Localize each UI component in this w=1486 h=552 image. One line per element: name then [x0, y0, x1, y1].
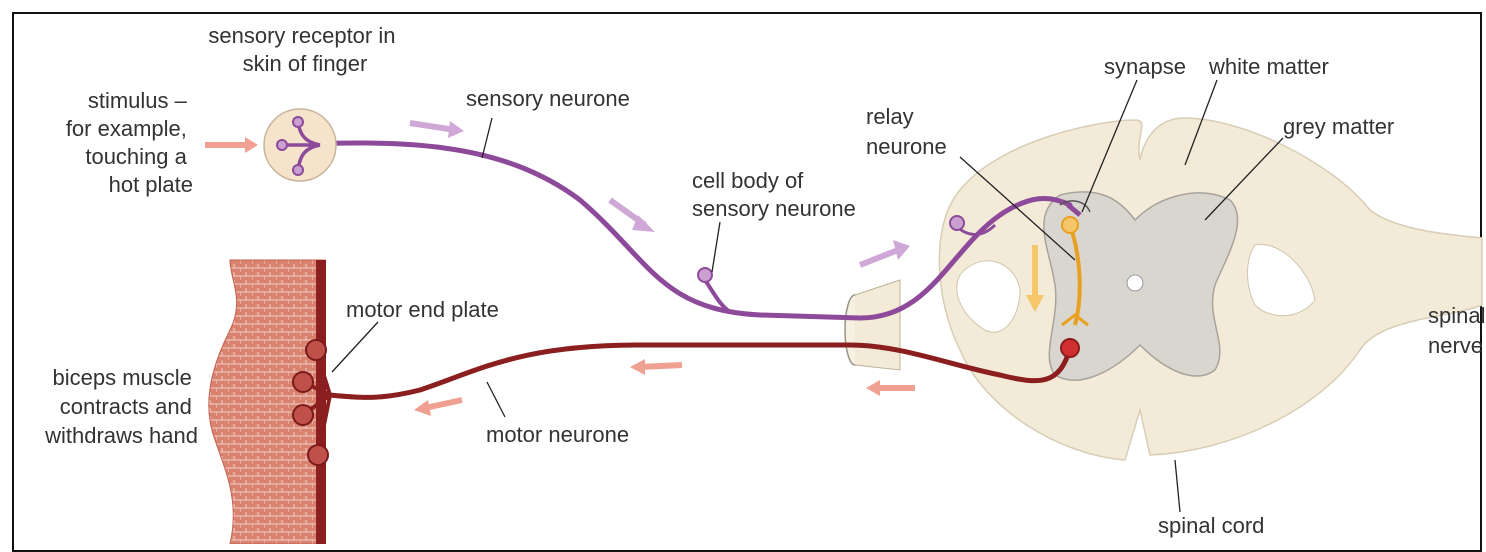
- white-matter-label: white matter: [1208, 54, 1329, 79]
- cell-body-label: cell body of sensory neurone: [692, 168, 856, 221]
- relay-neurone-label: relay neurone: [866, 104, 947, 159]
- arrow-right-icon: [860, 250, 898, 265]
- arrow-left-icon: [640, 365, 682, 367]
- sensory-receptor: [264, 109, 336, 181]
- stimulus-label: stimulus – for example, touching a hot p…: [66, 88, 193, 197]
- motor-end-plate-label: motor end plate: [346, 297, 499, 322]
- arrow-left-icon: [425, 400, 462, 408]
- central-canal: [1127, 275, 1143, 291]
- arrow-right-icon: [410, 123, 455, 130]
- grey-matter-label: grey matter: [1283, 114, 1394, 139]
- biceps-muscle: [209, 260, 326, 544]
- sensory-neurone-label: sensory neurone: [466, 86, 630, 111]
- receptor-label: sensory receptor in skin of finger: [208, 23, 401, 76]
- motor-neurone-path: [293, 339, 1079, 465]
- nerve-root-body: [855, 280, 900, 370]
- synapse-label: synapse: [1104, 54, 1186, 79]
- direction-arrows: [205, 121, 1044, 416]
- sensory-cell-body-icon: [698, 268, 712, 282]
- biceps-label: biceps muscle contracts and withdraws ha…: [44, 365, 198, 448]
- spinal-cord-label: spinal cord: [1158, 513, 1264, 538]
- motor-neurone-label: motor neurone: [486, 422, 629, 447]
- motor-end-plate-icon: [306, 340, 326, 360]
- spinal-cord-cross-section: [845, 118, 1482, 460]
- spinal-nerve-label: spinal nerve: [1428, 303, 1486, 358]
